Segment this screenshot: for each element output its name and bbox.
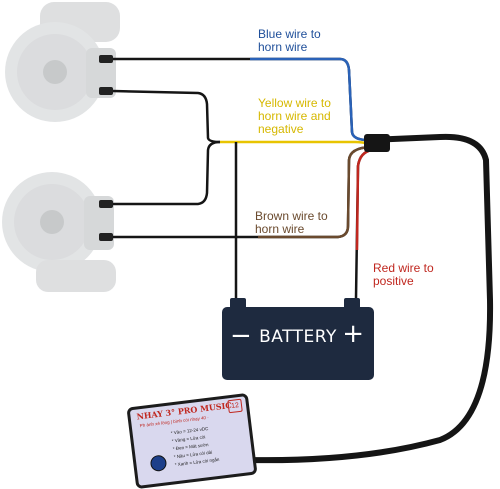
- horn-ground-wire-top: [112, 89, 221, 144]
- battery-negative-terminal: [230, 298, 246, 308]
- horn-terminals: [99, 55, 113, 241]
- battery-plus-sign: +: [342, 319, 364, 349]
- label-yellow-line3: negative: [258, 122, 304, 136]
- main-harness: [247, 133, 494, 464]
- mode-knob[interactable]: [149, 454, 168, 473]
- battery-positive-terminal: [344, 298, 360, 308]
- label-blue-line1: Blue wire to: [258, 27, 321, 41]
- label-red-line2: positive: [373, 274, 414, 288]
- label-yellow-line2: horn wire and: [258, 109, 331, 123]
- battery-label: BATTERY: [259, 327, 337, 347]
- brown-wire: [113, 145, 371, 239]
- label-blue-line2: horn wire: [258, 40, 308, 54]
- label-brown-wire: Brown wire to horn wire: [255, 210, 328, 236]
- label-red-line1: Red wire to: [373, 261, 434, 275]
- horn-controller-module: NHAY 3° PRO MUSIC 12 Ph ánh xè lông | bì…: [126, 392, 258, 489]
- label-blue-wire: Blue wire to horn wire: [258, 28, 321, 54]
- label-brown-line1: Brown wire to: [255, 209, 328, 223]
- yellow-wire: [220, 140, 371, 146]
- module-spec-list: * Vào = 12-24 vDC * Vàng = Lửa còi * Đen…: [170, 424, 220, 469]
- label-yellow-line1: Yellow wire to: [258, 96, 331, 110]
- harness-sleeve: [364, 134, 390, 152]
- battery-minus-sign: −: [230, 321, 252, 351]
- horn-top: [5, 2, 120, 122]
- label-brown-line2: horn wire: [255, 222, 305, 236]
- battery: − BATTERY +: [222, 298, 374, 380]
- label-red-wire: Red wire to positive: [373, 262, 434, 288]
- horn-ground-wire-bottom: [113, 140, 221, 206]
- module-number: 12: [227, 398, 243, 414]
- label-yellow-wire: Yellow wire to horn wire and negative: [258, 97, 331, 136]
- horn-bottom: [2, 172, 116, 292]
